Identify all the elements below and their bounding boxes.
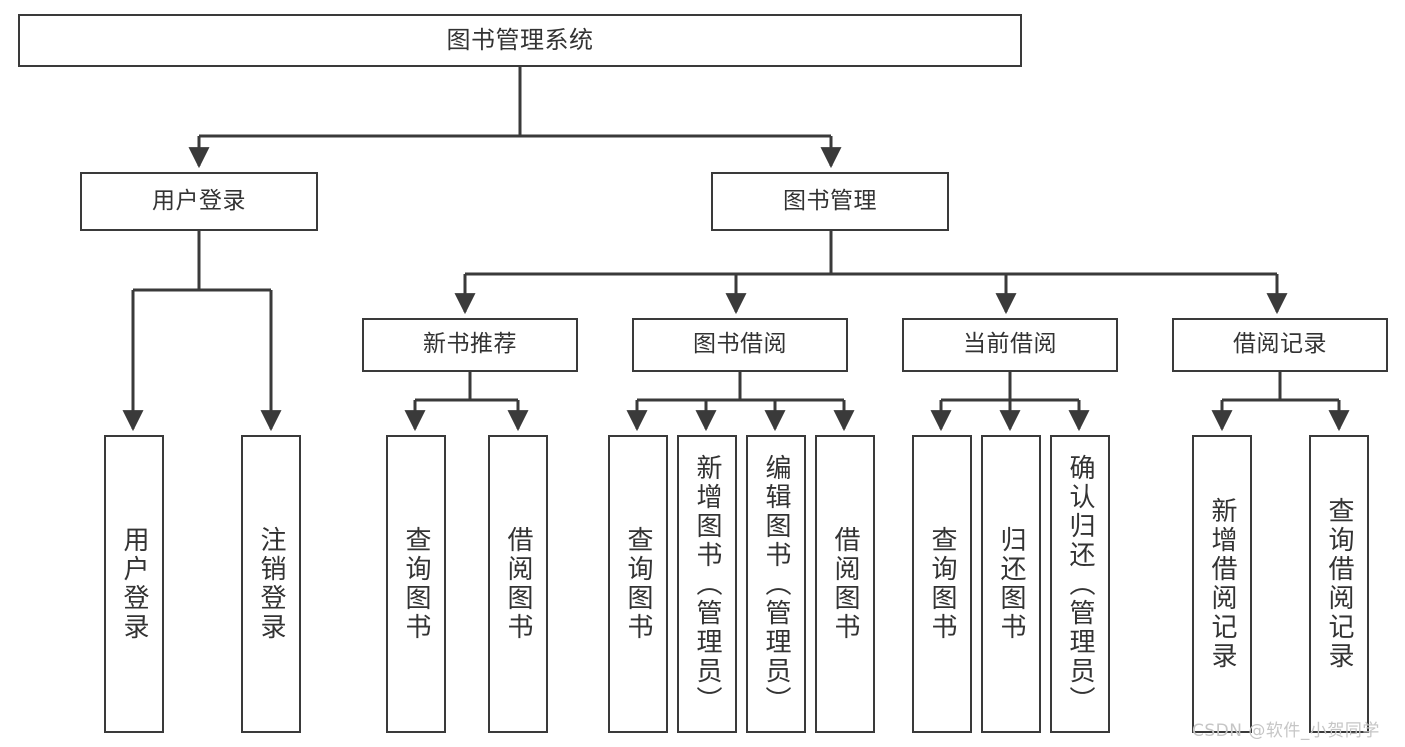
- node-label: 借阅图书: [830, 526, 860, 642]
- node-leaf-add-borrow-record[interactable]: 新增借阅记录: [1192, 435, 1252, 733]
- node-borrow-record[interactable]: 借阅记录: [1172, 318, 1388, 372]
- node-label: 注销登录: [256, 526, 286, 642]
- node-label: 图书管理系统: [446, 26, 594, 55]
- node-label: 确认归还（管理员）: [1065, 453, 1095, 715]
- node-leaf-user-login[interactable]: 用户登录: [104, 435, 164, 733]
- node-leaf-return-book[interactable]: 归还图书: [981, 435, 1041, 733]
- node-label: 查询图书: [927, 526, 957, 642]
- node-label: 借阅记录: [1233, 331, 1327, 358]
- node-current-borrow[interactable]: 当前借阅: [902, 318, 1118, 372]
- csdn-watermark: CSDN @软件_小贺同学: [1192, 721, 1380, 741]
- node-label: 用户登录: [152, 187, 246, 214]
- node-label: 当前借阅: [963, 331, 1057, 358]
- node-leaf-borrow-book-recommend[interactable]: 借阅图书: [488, 435, 548, 733]
- node-label: 借阅图书: [503, 526, 533, 642]
- node-label: 查询图书: [401, 526, 431, 642]
- node-leaf-query-borrow-record[interactable]: 查询借阅记录: [1309, 435, 1369, 733]
- node-label: 查询借阅记录: [1324, 497, 1354, 671]
- node-label: 图书借阅: [693, 331, 787, 358]
- node-leaf-query-book-current[interactable]: 查询图书: [912, 435, 972, 733]
- node-label: 新增图书（管理员）: [692, 453, 722, 715]
- node-leaf-query-book-borrow[interactable]: 查询图书: [608, 435, 668, 733]
- node-leaf-query-book-recommend[interactable]: 查询图书: [386, 435, 446, 733]
- node-leaf-edit-book-admin[interactable]: 编辑图书（管理员）: [746, 435, 806, 733]
- node-label: 编辑图书（管理员）: [761, 453, 791, 715]
- node-leaf-logout-login[interactable]: 注销登录: [241, 435, 301, 733]
- node-leaf-add-book-admin[interactable]: 新增图书（管理员）: [677, 435, 737, 733]
- node-label: 查询图书: [623, 526, 653, 642]
- node-label: 用户登录: [119, 526, 149, 642]
- node-label: 归还图书: [996, 526, 1026, 642]
- node-leaf-borrow-book[interactable]: 借阅图书: [815, 435, 875, 733]
- node-root-book-management-system[interactable]: 图书管理系统: [18, 14, 1022, 67]
- node-new-book-recommend[interactable]: 新书推荐: [362, 318, 578, 372]
- node-label: 新增借阅记录: [1207, 497, 1237, 671]
- node-leaf-confirm-return-admin[interactable]: 确认归还（管理员）: [1050, 435, 1110, 733]
- node-label: 新书推荐: [423, 331, 517, 358]
- node-label: 图书管理: [783, 187, 877, 214]
- node-book-borrow[interactable]: 图书借阅: [632, 318, 848, 372]
- node-book-manage[interactable]: 图书管理: [711, 172, 949, 231]
- node-user-login[interactable]: 用户登录: [80, 172, 318, 231]
